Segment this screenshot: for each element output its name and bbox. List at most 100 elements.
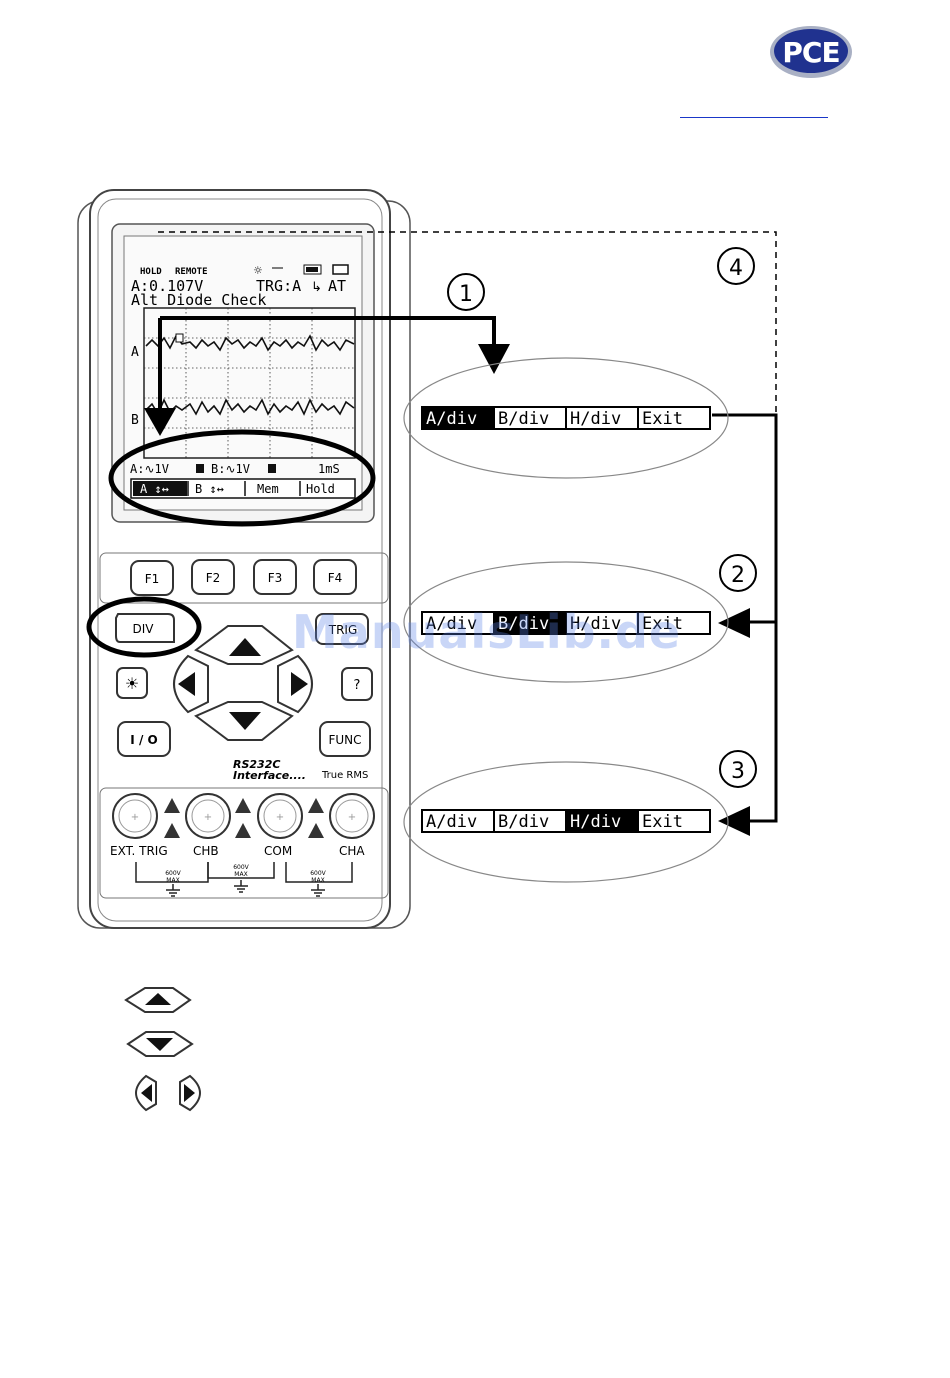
menu-item-active-bg (423, 408, 493, 428)
callout-number-1: 1 (447, 273, 485, 311)
jack-panel (99, 787, 389, 899)
true-rms-label: True RMS (321, 770, 368, 781)
up-arrow-icon (229, 638, 261, 656)
fkey-f4[interactable]: F4 (313, 559, 357, 595)
callout-ellipse-1 (403, 357, 729, 479)
callout-ellipse-3 (403, 761, 729, 883)
rating-1-top: 600V (165, 870, 181, 877)
jack-label-ext-trig: EXT. TRIG (110, 844, 168, 858)
func-button[interactable]: FUNC (319, 721, 371, 757)
scale-b: B:∿1V (211, 462, 250, 476)
jack-label-com: COM (264, 844, 292, 858)
svg-text:+: + (276, 812, 284, 823)
callout-number-2-text: 2 (731, 563, 745, 588)
menu-item-h-div: H/div (570, 409, 621, 429)
nav-pad (173, 625, 313, 741)
fkey-f2-label: F2 (206, 571, 221, 585)
device-screen: HOLD REMOTE ☼ ⎻ A:0.107V TRG:A ↳ AT Alt … (111, 223, 375, 523)
scale-a: A:∿1V (130, 462, 169, 476)
ground-icons (166, 880, 325, 897)
softkey-1: A ↕↔ (140, 482, 169, 496)
fkey-panel (99, 552, 389, 604)
help-button[interactable]: ? (341, 667, 373, 701)
key-legend (124, 987, 201, 1112)
callout-ellipse-2 (403, 561, 729, 683)
menu-bar-2: A/div B/div H/div Exit (421, 611, 711, 635)
rating-1-bottom: MAX (166, 877, 179, 884)
header-link-underline (680, 117, 828, 118)
screen-trigger: TRG:A (256, 277, 301, 295)
menu-item-a-div: A/div (426, 812, 477, 832)
legend-right-arrow-icon (184, 1084, 195, 1102)
connector-arrows (144, 231, 778, 836)
div-button[interactable]: DIV (115, 613, 175, 643)
power-button-label: I / O (130, 733, 157, 747)
menu-item-exit: Exit (642, 409, 683, 429)
jack-label-chb: CHB (193, 844, 219, 858)
svg-text:+: + (204, 812, 212, 823)
callout-number-4-text: 4 (729, 256, 743, 281)
rating-2-bottom: MAX (234, 871, 247, 878)
jack-cha[interactable]: + (329, 793, 375, 839)
menu-bar-1: A/div B/div H/div Exit (421, 406, 711, 430)
jack-com[interactable]: + (257, 793, 303, 839)
legend-up-arrow-icon (145, 993, 171, 1005)
screen-reading: A:0.107V (131, 277, 203, 295)
channel-a-label: A (131, 345, 139, 360)
legend-left-arrow-icon (141, 1084, 152, 1102)
warning-triangle-icons (164, 798, 324, 838)
waveform-grid (143, 307, 356, 459)
pce-logo: PCE (768, 24, 854, 80)
rating-3-bottom: MAX (311, 877, 324, 884)
callout-number-3-text: 3 (731, 759, 745, 784)
callout-number-4: 4 (717, 247, 755, 285)
screen-trigger-mode: AT (328, 277, 346, 295)
menu-item-a-div: A/div (426, 614, 477, 634)
func-button-label: FUNC (328, 733, 361, 747)
screen-status-hold: HOLD (140, 267, 162, 277)
battery-fill (306, 267, 318, 272)
power-button[interactable]: I / O (117, 721, 171, 757)
menu-item-exit: Exit (642, 614, 683, 634)
fkey-f1-label: F1 (145, 572, 160, 586)
jack-ext-trig[interactable]: + (112, 793, 158, 839)
jack-chb[interactable]: + (185, 793, 231, 839)
logo-text: PCE (782, 36, 840, 69)
legend-down-arrow-icon (146, 1038, 173, 1051)
bulb-icon: ☀ (125, 674, 139, 693)
memory-icon (332, 264, 349, 275)
channel-b-label: B (131, 413, 139, 428)
backlight-icon: ☼ (253, 264, 263, 277)
menu-item-active-bg (495, 613, 565, 633)
softkey-3: Mem (257, 482, 279, 496)
rating-2-top: 600V (233, 864, 249, 871)
callout-number-2: 2 (719, 554, 757, 592)
svg-text:+: + (348, 812, 356, 823)
trigger-edge-icon: ↳ (311, 280, 322, 295)
menu-item-a-div: A/div (426, 409, 477, 429)
trig-button[interactable]: TRIG (315, 613, 369, 645)
fkey-f4-label: F4 (328, 571, 343, 585)
scale-a-marker (196, 464, 204, 473)
callout-number-3: 3 (719, 750, 757, 788)
fkey-f3[interactable]: F3 (253, 559, 297, 595)
fkey-f3-label: F3 (268, 571, 283, 585)
scale-b-marker (268, 464, 276, 473)
backlight-button[interactable]: ☀ (116, 667, 148, 699)
menu-item-b-div: B/div (498, 409, 549, 429)
svg-text:+: + (131, 812, 139, 823)
rating-brackets (135, 862, 353, 883)
fkey-f1[interactable]: F1 (130, 560, 174, 596)
jack-label-cha: CHA (339, 844, 365, 858)
fkey-f2[interactable]: F2 (191, 559, 235, 595)
rating-3-top: 600V (310, 870, 326, 877)
menu-item-b-div: B/div (498, 614, 549, 634)
softkey-4: Hold (306, 482, 335, 496)
menu-item-h-div: H/div (570, 614, 621, 634)
interface-line-2: Interface.... (233, 769, 306, 782)
div-button-label: DIV (133, 622, 155, 636)
right-arrow-icon (291, 672, 308, 696)
